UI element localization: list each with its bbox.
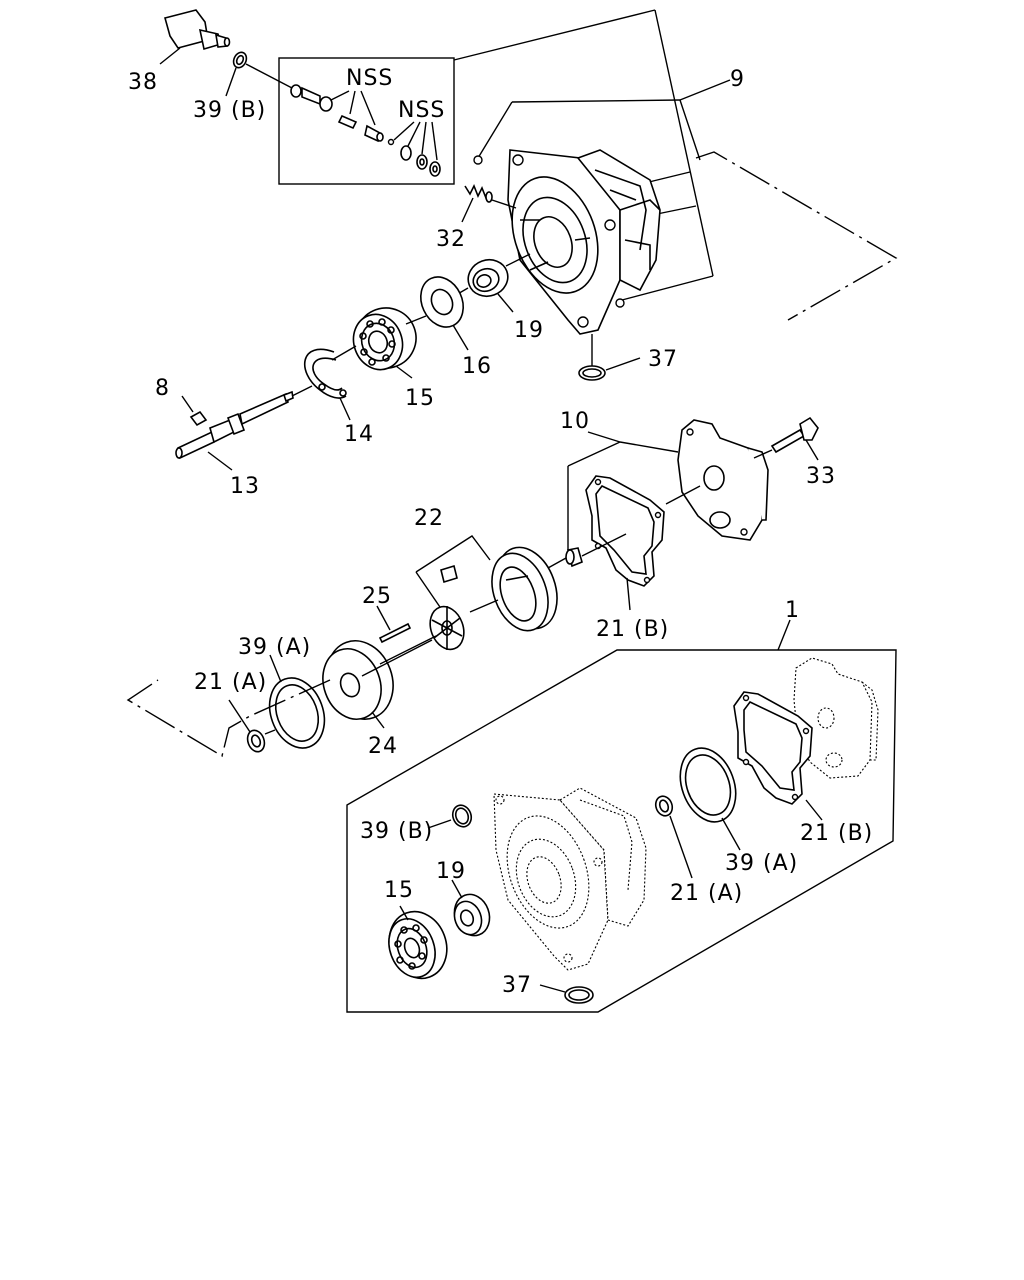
part-21a-seal-kit	[654, 795, 674, 817]
callout-21a-top: 21 (A)	[194, 670, 267, 695]
callout-32: 32	[436, 227, 466, 252]
part-37-oring-kit	[564, 986, 594, 1004]
axis-line-top	[695, 151, 898, 321]
kit-box	[346, 649, 897, 1013]
part-13-shaft	[175, 390, 294, 460]
callout-15-kit: 15	[384, 878, 414, 903]
kit-cover-plate	[793, 657, 879, 779]
callout-16: 16	[462, 354, 492, 379]
callout-14: 14	[344, 422, 374, 447]
callout-39a-kit: 39 (A)	[725, 851, 798, 876]
axis-line-left	[126, 679, 331, 758]
callout-25: 25	[362, 584, 392, 609]
part-21b-gasket-kit	[733, 691, 813, 805]
callout-21b-kit: 21 (B)	[800, 821, 873, 846]
part-8-key	[189, 410, 208, 427]
callout-8: 8	[155, 376, 170, 401]
nss-box	[278, 57, 455, 185]
callout-33: 33	[806, 464, 836, 489]
part-24-side-plate	[322, 640, 394, 720]
part-21b-gasket-top	[585, 475, 665, 587]
part-14-snap-ring	[303, 348, 347, 399]
callout-24: 24	[368, 734, 398, 759]
callout-13: 13	[230, 474, 260, 499]
callout-39a-top: 39 (A)	[238, 635, 311, 660]
part-15-ball-bearing-top	[352, 307, 417, 371]
callout-21b-top: 21 (B)	[596, 617, 669, 642]
callout-15-top: 15	[405, 386, 435, 411]
callout-1: 1	[785, 598, 800, 623]
leader-22	[415, 535, 491, 573]
part-39a-oring-kit	[679, 747, 737, 823]
part-10-cover-plate	[677, 419, 769, 541]
part-38-fitting	[164, 9, 231, 51]
kit-pump-housing	[493, 787, 647, 971]
nss-valve-parts	[290, 84, 441, 177]
callout-nss-1: NSS	[346, 66, 393, 91]
part-15-ball-bearing-kit	[388, 910, 448, 980]
bushing	[565, 547, 583, 568]
callout-10: 10	[560, 409, 590, 434]
part-19-bearing-top	[467, 258, 509, 298]
callout-19-top: 19	[514, 318, 544, 343]
part-37-oring-top	[578, 365, 606, 381]
part-21a-seal-mid	[246, 729, 266, 753]
part-19-bearing-kit	[453, 893, 491, 937]
part-39a-oring-mid	[268, 677, 326, 749]
callout-9: 9	[730, 67, 745, 92]
part-rotor-ring	[491, 546, 558, 632]
callout-22: 22	[414, 506, 444, 531]
leader-9-a	[453, 9, 656, 61]
part-33-bolt	[770, 416, 819, 454]
callout-21a-kit: 21 (A)	[670, 881, 743, 906]
part-39b-oring-kit	[451, 804, 473, 828]
part-16-shim	[420, 276, 464, 328]
part-25-pin	[378, 622, 412, 644]
part-9-pump-housing	[507, 149, 661, 335]
callout-37-kit: 37	[502, 973, 532, 998]
part-32-spring	[464, 184, 493, 203]
callout-39b-kit: 39 (B)	[360, 819, 433, 844]
callout-nss-2: NSS	[398, 98, 445, 123]
callout-38: 38	[128, 70, 158, 95]
callout-37-top: 37	[648, 347, 678, 372]
part-22-vane	[440, 564, 458, 584]
part-39b-oring-top	[232, 51, 248, 69]
callout-39b-top: 39 (B)	[193, 98, 266, 123]
part-rotor	[429, 605, 465, 651]
callout-19-kit: 19	[436, 859, 466, 884]
